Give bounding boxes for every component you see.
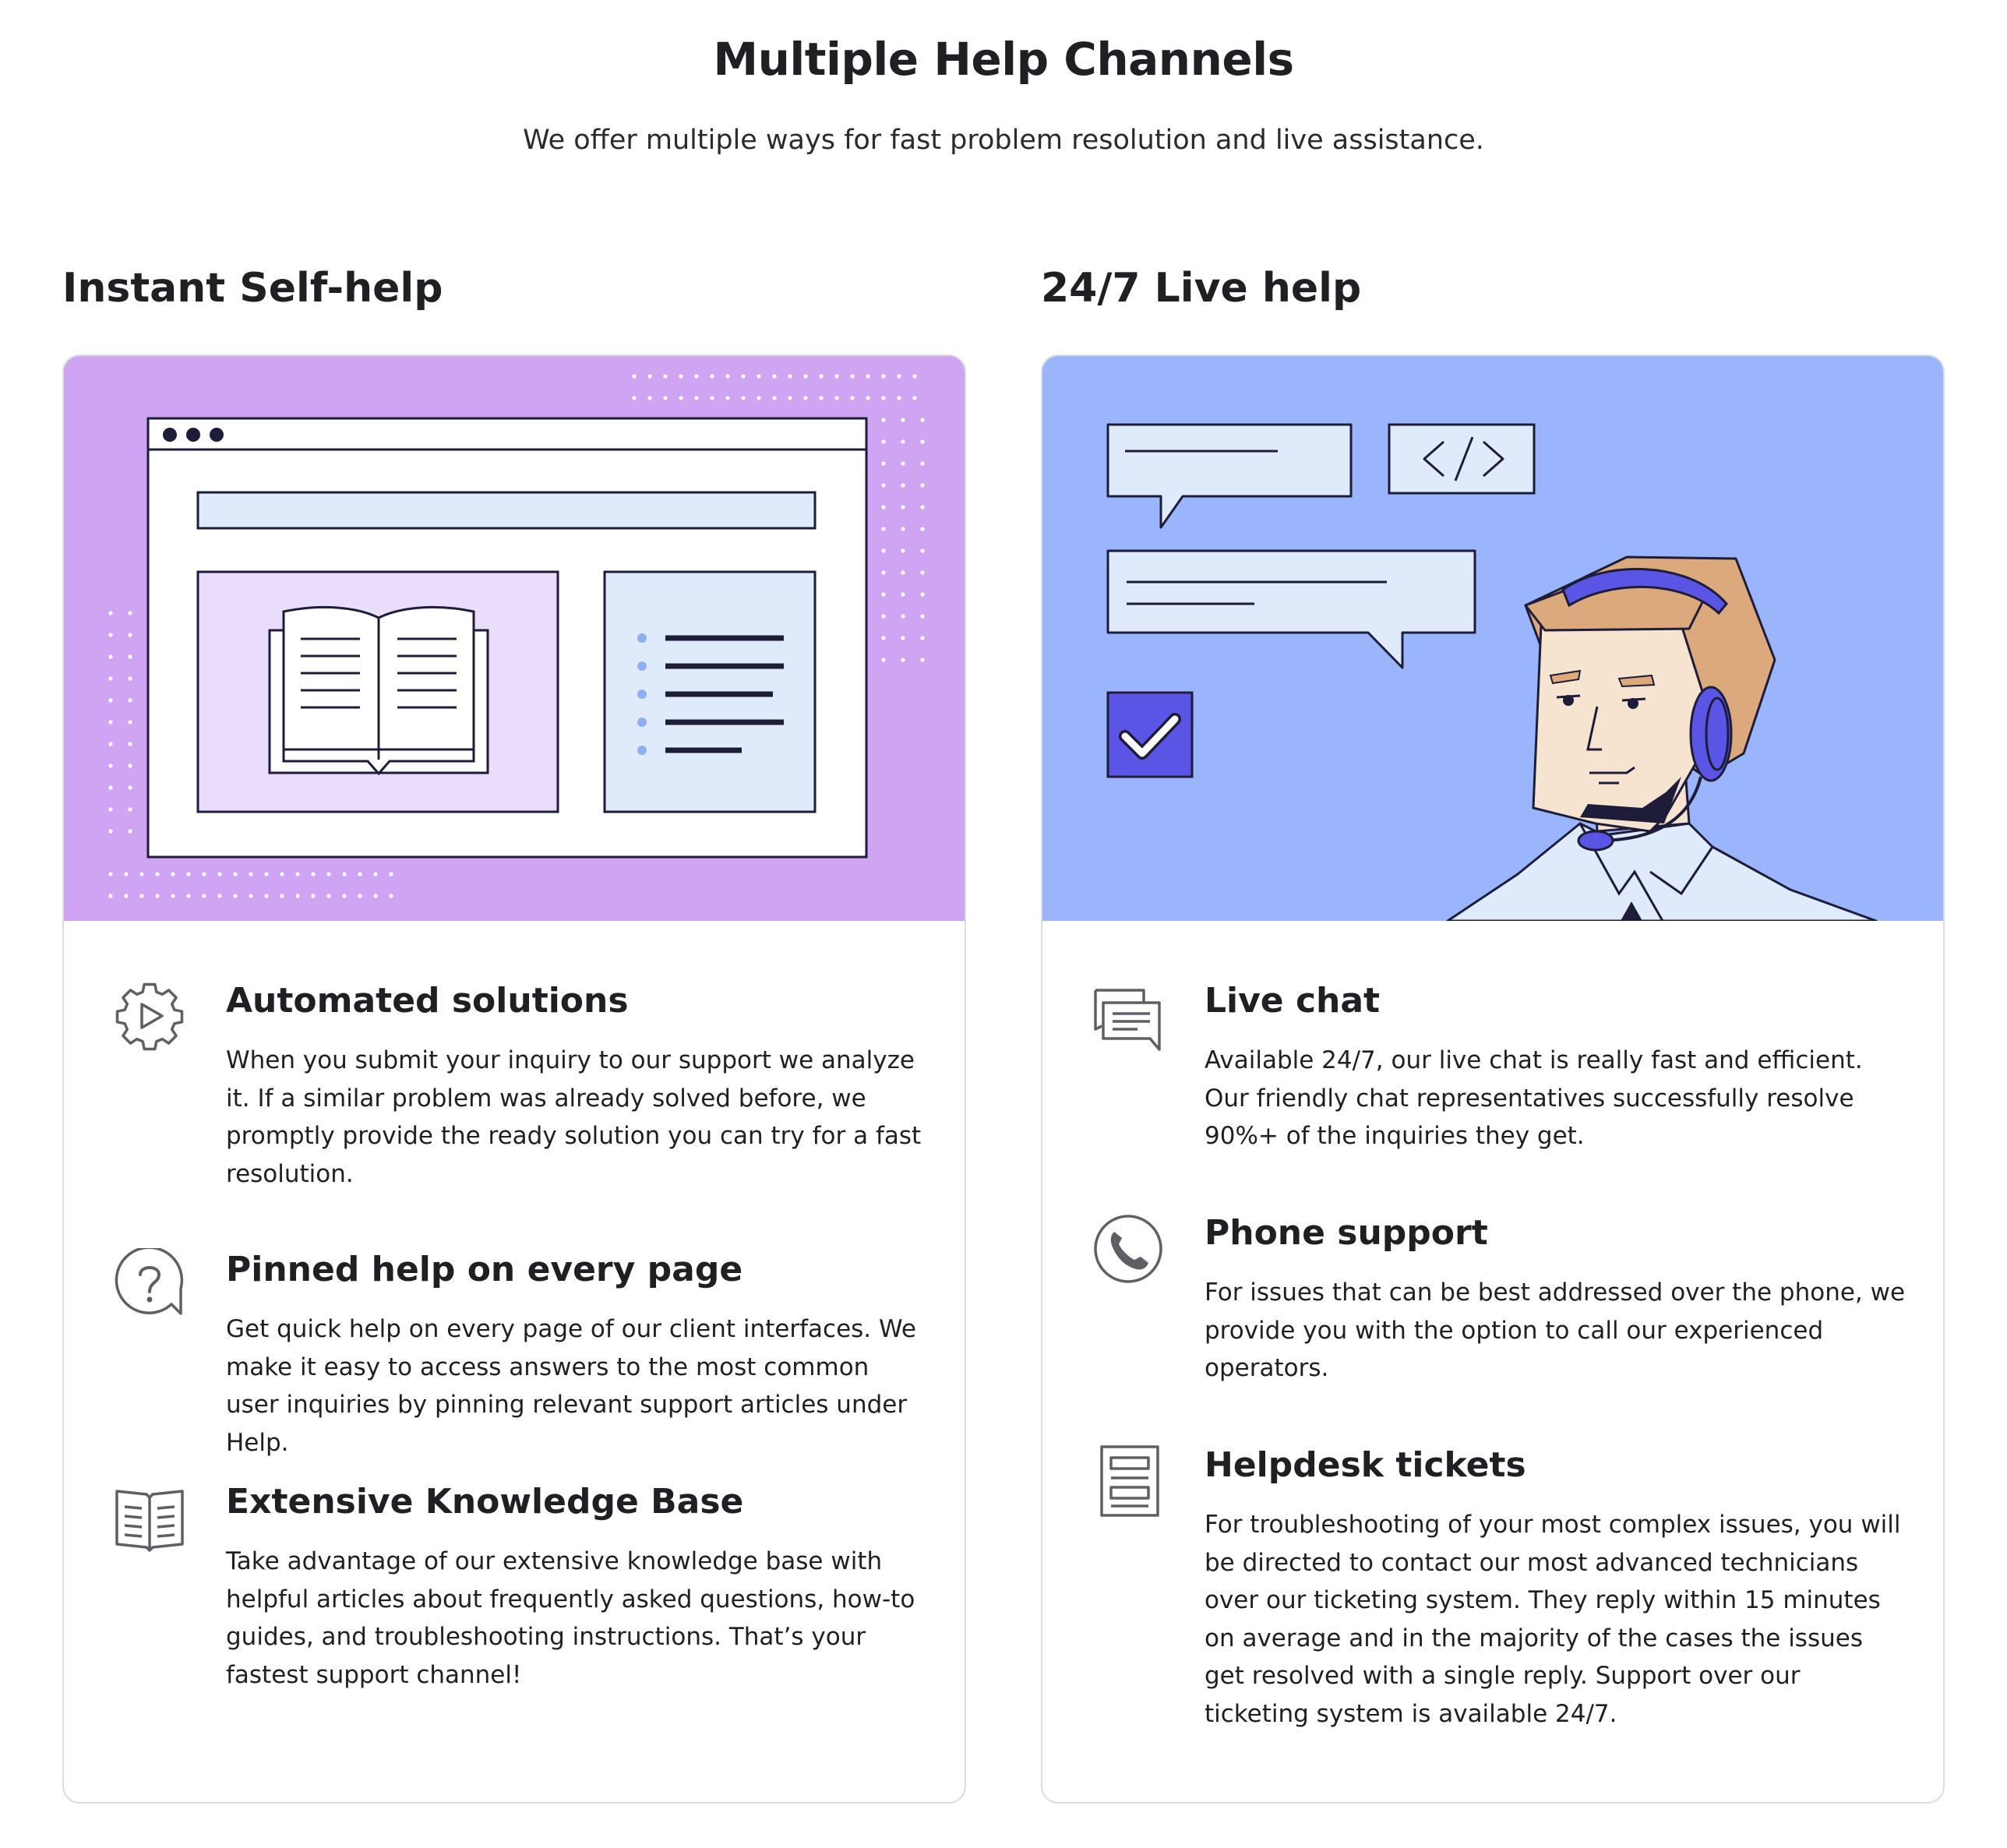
self-help-illustration xyxy=(64,356,965,921)
self-help-heading: Instant Self-help xyxy=(62,265,443,312)
feature-description: Get quick help on every page of our clie… xyxy=(226,1315,916,1457)
feature-description: For troubleshooting of your most complex… xyxy=(1205,1511,1901,1728)
feature-title: Live chat xyxy=(1205,981,1381,1021)
feature-description: Available 24/7, our live chat is really … xyxy=(1205,1046,1863,1150)
feature-description: Take advantage of our extensive knowledg… xyxy=(226,1547,915,1689)
self-help-card: Automated solutions When you submit your… xyxy=(62,354,966,1804)
live-help-heading: 24/7 Live help xyxy=(1041,265,1362,312)
feature-description: For issues that can be best addressed ov… xyxy=(1205,1278,1906,1382)
live-help-illustration xyxy=(1042,356,1943,921)
feature-title: Phone support xyxy=(1205,1213,1488,1253)
ticket-document-icon xyxy=(1100,1445,1159,1517)
page-subtitle: We offer multiple ways for fast problem … xyxy=(523,125,1484,156)
gear-play-icon xyxy=(115,982,184,1051)
feature-title: Helpdesk tickets xyxy=(1205,1445,1526,1485)
page-title: Multiple Help Channels xyxy=(713,33,1294,86)
feature-title: Pinned help on every page xyxy=(226,1250,743,1289)
live-help-card: Live chat Available 24/7, our live chat … xyxy=(1041,354,1945,1804)
phone-icon xyxy=(1094,1215,1162,1283)
book-icon xyxy=(115,1490,184,1552)
feature-description: When you submit your inquiry to our supp… xyxy=(226,1046,922,1188)
question-bubble-icon xyxy=(115,1248,184,1315)
chat-bubbles-icon xyxy=(1094,989,1161,1051)
feature-title: Extensive Knowledge Base xyxy=(226,1482,744,1522)
feature-title: Automated solutions xyxy=(226,981,629,1021)
